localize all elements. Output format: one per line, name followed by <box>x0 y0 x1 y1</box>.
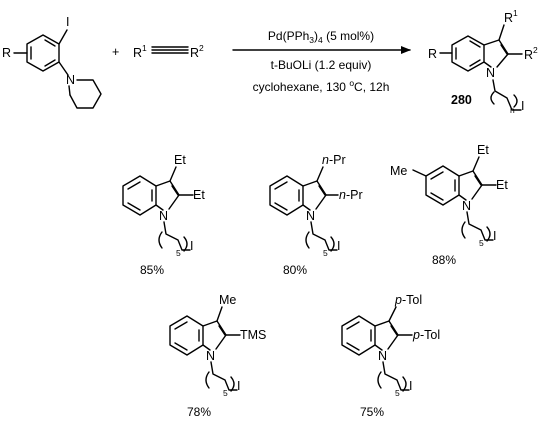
svg-text:n-Pr: n-Pr <box>322 153 346 167</box>
svg-text:p-Tol: p-Tol <box>394 293 422 307</box>
product-indole-280: R R1 R2 N n I 280 <box>428 8 538 115</box>
example2-sub3-italic: n <box>322 153 329 167</box>
example3-sub3: Et <box>477 143 489 157</box>
product-r1: R <box>504 11 513 25</box>
svg-text:R2: R2 <box>190 43 204 60</box>
example3-sub2: Et <box>496 178 508 192</box>
example5-iodo: I <box>409 379 412 393</box>
example4-chain-n: 5 <box>223 388 228 398</box>
example2-iodo: I <box>337 239 340 253</box>
plus-sign: + <box>112 45 119 59</box>
compound-number-280: 280 <box>451 93 472 107</box>
example-indole-1: Et Et N 5 I 85% <box>122 153 205 277</box>
example5-sub3-rest: -Tol <box>402 293 422 307</box>
example5-chain-n: 5 <box>395 388 400 398</box>
example5-sub2-italic: p <box>412 328 420 342</box>
svg-text:R2: R2 <box>524 45 538 62</box>
product-r2: R <box>524 48 533 62</box>
example4-sub3: Me <box>219 293 236 307</box>
reactant-iodo-label: I <box>66 15 69 29</box>
example5-sub3-italic: p <box>394 293 402 307</box>
example5-yield: 75% <box>360 405 384 419</box>
condition-base: t-BuOLi (1.2 equiv) <box>271 58 372 72</box>
reactant-aryl-iodide: R I N <box>2 15 102 109</box>
example1-iodo: I <box>190 239 193 253</box>
example1-sub3: Et <box>174 153 186 167</box>
product-n-label: N <box>486 66 495 80</box>
example1-n: N <box>159 209 168 223</box>
condition-catalyst: Pd(PPh3)4 (5 mol%) <box>268 29 374 45</box>
example4-sub2: TMS <box>240 328 266 342</box>
alkyne-r2-sup: 2 <box>199 43 204 53</box>
alkyne-r1-sup: 1 <box>142 43 147 53</box>
example4-n: N <box>206 349 215 363</box>
example5-n: N <box>378 349 387 363</box>
product-iodo: I <box>521 99 524 113</box>
example1-sub2: Et <box>193 188 205 202</box>
example1-chain-n: 5 <box>176 248 181 258</box>
example3-sub5: Me <box>390 164 407 178</box>
product-r2-sup: 2 <box>533 45 538 55</box>
example-indole-4: Me TMS N 5 I 78% <box>169 293 266 419</box>
example2-yield: 80% <box>283 263 307 277</box>
product-index-n: n <box>510 105 515 115</box>
example-indole-5: p-Tol p-Tol N 5 I 75% <box>341 293 440 419</box>
svg-text:R1: R1 <box>133 43 147 60</box>
reactant-r-label: R <box>2 46 11 60</box>
example3-yield: 88% <box>432 253 456 267</box>
example-indole-3: Et Et Me N 5 I 88% <box>390 143 508 267</box>
example4-yield: 78% <box>187 405 211 419</box>
product-r1-sup: 1 <box>513 8 518 18</box>
alkyne-r2: R <box>190 46 199 60</box>
condition-solvent-temp: cyclohexane, 130 oC, 12h <box>253 78 390 94</box>
example2-chain-n: 5 <box>323 248 328 258</box>
example3-n: N <box>462 199 471 213</box>
example2-sub2-rest: -Pr <box>346 188 363 202</box>
example3-iodo: I <box>493 229 496 243</box>
example2-n: N <box>306 209 315 223</box>
alkyne-r1: R <box>133 46 142 60</box>
svg-text:p-Tol: p-Tol <box>412 328 440 342</box>
reactant-alkyne: R1 R2 <box>133 43 204 60</box>
example2-sub3-rest: -Pr <box>329 153 346 167</box>
example3-chain-n: 5 <box>479 238 484 248</box>
svg-text:R1: R1 <box>504 8 518 25</box>
example4-iodo: I <box>237 379 240 393</box>
example5-sub2-rest: -Tol <box>420 328 440 342</box>
example2-sub2-italic: n <box>339 188 346 202</box>
reactant-n-label: N <box>66 73 75 87</box>
example1-yield: 85% <box>140 263 164 277</box>
example-indole-2: n-Pr n-Pr N 5 I 80% <box>269 153 363 277</box>
svg-text:n-Pr: n-Pr <box>339 188 363 202</box>
product-r-label: R <box>428 47 437 61</box>
